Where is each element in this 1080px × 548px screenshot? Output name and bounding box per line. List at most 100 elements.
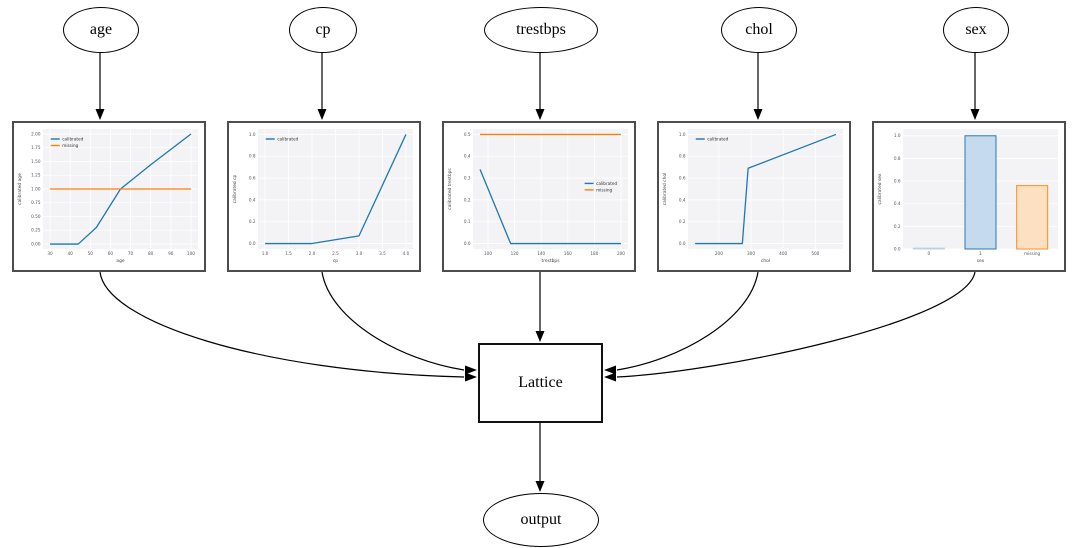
svg-text:1.0: 1.0 (249, 132, 256, 137)
svg-text:0.0: 0.0 (249, 241, 256, 246)
svg-text:age: age (116, 259, 124, 264)
svg-text:missing: missing (596, 187, 612, 192)
svg-text:0.6: 0.6 (249, 175, 256, 180)
arrowhead-output (535, 481, 545, 492)
svg-text:30: 30 (47, 251, 53, 256)
svg-text:0.0: 0.0 (464, 241, 471, 246)
svg-text:0.0: 0.0 (679, 241, 686, 246)
svg-text:3.5: 3.5 (379, 251, 386, 256)
svg-text:1: 1 (979, 251, 982, 256)
svg-text:0.8: 0.8 (249, 154, 256, 159)
node-lattice-label: Lattice (518, 374, 563, 391)
svg-text:0.1: 0.1 (464, 219, 471, 224)
svg-text:calibrated: calibrated (277, 137, 298, 142)
svg-text:0.2: 0.2 (249, 219, 256, 224)
arrowhead-sex-down (970, 109, 980, 120)
svg-text:0.4: 0.4 (894, 201, 901, 206)
svg-text:4.0: 4.0 (403, 251, 410, 256)
svg-text:calibrated trestbps: calibrated trestbps (447, 168, 453, 210)
node-cp-label: cp (315, 21, 331, 38)
node-trestbps: trestbps (484, 7, 598, 53)
svg-text:calibrated cp: calibrated cp (232, 174, 238, 203)
svg-text:0.2: 0.2 (894, 224, 901, 229)
node-output: output (483, 493, 599, 547)
figure-cp-calibration: 1.0 1.5 2.0 2.5 3.0 3.5 4.0 0.0 0.2 0.4 0.6 0.8 1.0 c… (227, 121, 421, 272)
svg-text:0.25: 0.25 (31, 228, 41, 233)
svg-text:2.5: 2.5 (332, 251, 339, 256)
svg-text:chol: chol (761, 258, 770, 264)
svg-text:0.2: 0.2 (464, 197, 471, 202)
arrowhead-trestbps-down (535, 109, 545, 120)
svg-text:calibrated: calibrated (62, 137, 83, 142)
svg-text:140: 140 (537, 251, 545, 256)
arrowhead-age-down (95, 109, 105, 120)
edge-cp-to-lattice (321, 271, 465, 371)
node-age: age (63, 7, 139, 53)
svg-text:70: 70 (128, 251, 134, 256)
svg-text:0.3: 0.3 (464, 175, 471, 180)
svg-text:3.0: 3.0 (356, 251, 363, 256)
node-sex-label: sex (965, 21, 987, 38)
svg-text:0.6: 0.6 (679, 175, 686, 180)
node-lattice: Lattice (478, 343, 603, 423)
node-chol-label: chol (745, 21, 773, 38)
svg-text:1.50: 1.50 (31, 159, 41, 164)
svg-text:0.75: 0.75 (31, 200, 41, 205)
svg-text:0.4: 0.4 (249, 197, 256, 202)
svg-text:trestbps: trestbps (541, 258, 560, 264)
svg-text:60: 60 (108, 251, 114, 256)
svg-text:calibrated sex: calibrated sex (877, 173, 883, 204)
arrowhead-trestbps-lattice (535, 331, 545, 342)
svg-text:0: 0 (927, 251, 930, 256)
arrowhead-chol-down (753, 109, 763, 120)
svg-text:0.6: 0.6 (894, 178, 901, 183)
svg-text:1.0: 1.0 (262, 251, 269, 256)
arrowhead-cp-down (317, 109, 327, 120)
svg-text:180: 180 (590, 251, 598, 256)
svg-text:50: 50 (88, 251, 94, 256)
svg-text:0.5: 0.5 (464, 132, 471, 137)
svg-text:100: 100 (484, 251, 492, 256)
svg-text:0.4: 0.4 (464, 154, 471, 159)
svg-text:calibrated age: calibrated age (17, 173, 23, 205)
svg-text:calibrated: calibrated (596, 181, 617, 186)
svg-text:1.0: 1.0 (894, 133, 901, 138)
svg-text:0.8: 0.8 (894, 156, 901, 161)
svg-text:1.00: 1.00 (31, 186, 41, 191)
arrowhead-cp-lattice (465, 365, 477, 375)
svg-text:missing: missing (1024, 251, 1040, 256)
node-age-label: age (89, 21, 113, 38)
node-output-label: output (520, 511, 562, 528)
svg-text:90: 90 (168, 251, 174, 256)
node-sex: sex (943, 7, 1009, 53)
svg-text:0.2: 0.2 (679, 219, 686, 224)
svg-text:200: 200 (715, 251, 723, 256)
svg-text:1.5: 1.5 (285, 251, 292, 256)
node-trestbps-label: trestbps (516, 21, 566, 38)
svg-text:0.4: 0.4 (679, 197, 686, 202)
svg-text:40: 40 (68, 251, 74, 256)
arrowhead-sex-lattice (604, 372, 616, 382)
svg-text:2.0: 2.0 (309, 251, 316, 256)
svg-text:calibrated: calibrated (707, 137, 728, 142)
edge-age-to-lattice (99, 271, 465, 378)
node-cp: cp (289, 7, 357, 53)
node-chol: chol (721, 7, 797, 53)
edge-sex-to-lattice (616, 271, 976, 378)
svg-text:400: 400 (779, 251, 787, 256)
svg-text:80: 80 (148, 251, 154, 256)
svg-text:0.00: 0.00 (31, 241, 41, 246)
svg-text:0.0: 0.0 (894, 246, 901, 251)
chart-cp-calibration: 1.0 1.5 2.0 2.5 3.0 3.5 4.0 0.0 0.2 0.4 0.6 0.8 1.0 c… (232, 129, 413, 264)
edge-chol-to-lattice (616, 271, 759, 371)
